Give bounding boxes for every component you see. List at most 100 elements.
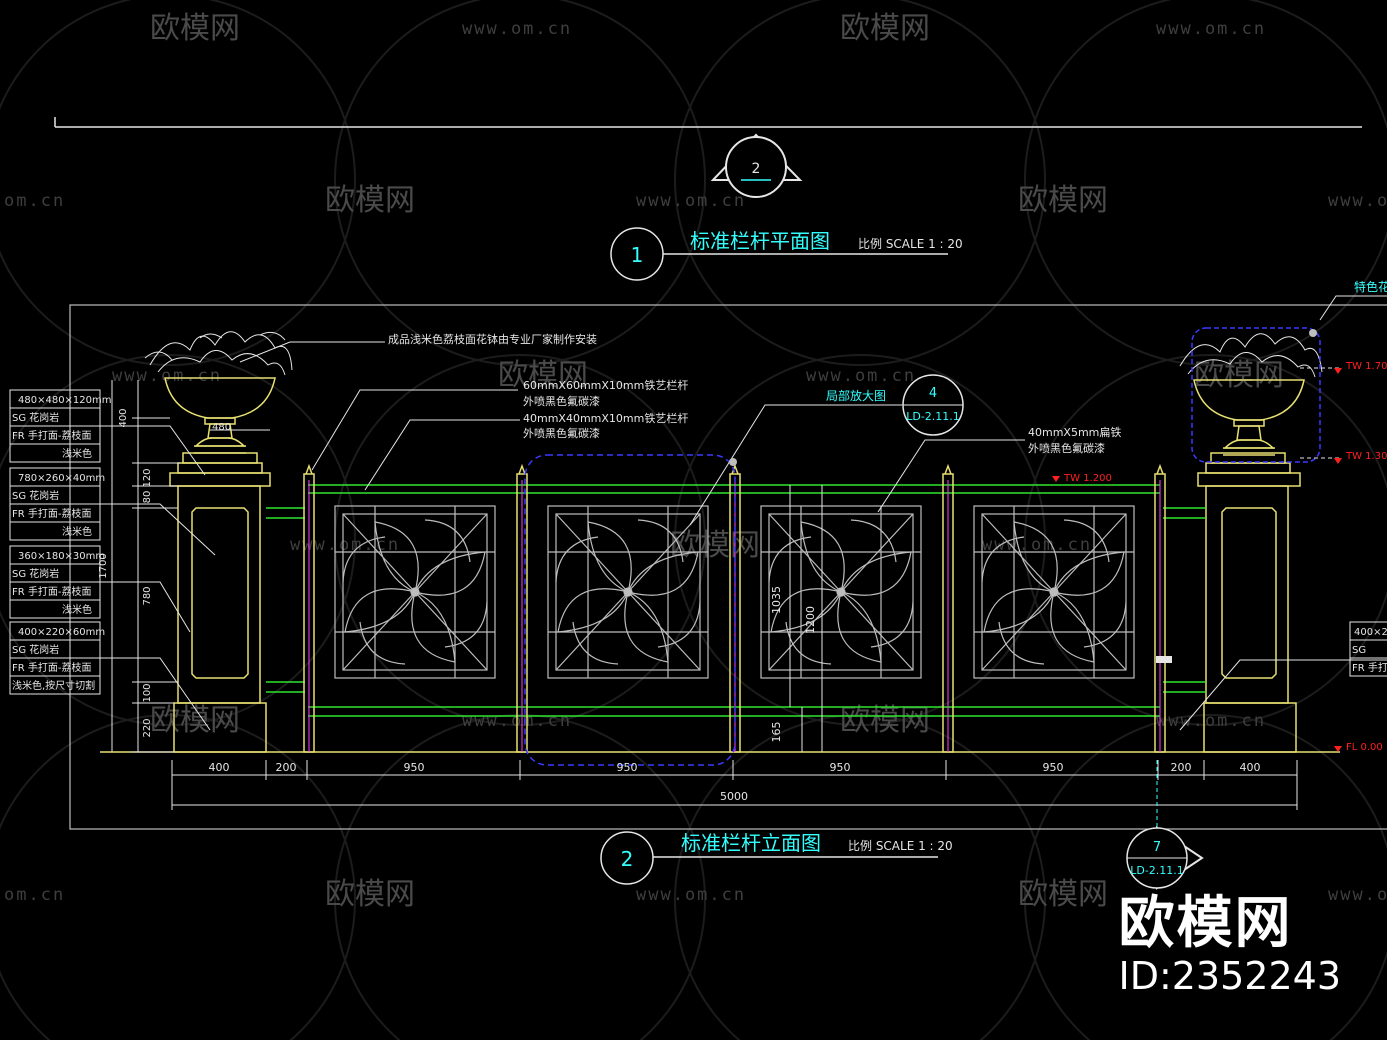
watermark-url: www.om.cn <box>112 366 222 386</box>
tag-1-size: 480×480×120mm <box>18 395 112 406</box>
tag-1-finish: FR 手打面-荔枝面 <box>12 429 92 442</box>
watermark-brand: 欧模网 <box>1194 358 1284 393</box>
note-post-40-b: 外喷黑色氟碳漆 <box>523 426 600 440</box>
tag-2-size: 780×260×40mm <box>18 473 105 484</box>
section-marker: 2 <box>710 133 803 198</box>
dim-pier-cap: 480 <box>212 422 231 433</box>
watermark-url: www.om.cn <box>1156 711 1266 731</box>
tag-1-material: SG 花岗岩 <box>12 411 59 424</box>
tag-4-material: SG 花岗岩 <box>12 643 59 656</box>
section-marker-number: 2 <box>752 161 761 177</box>
note-post-40-a: 40mmX40mmX10mm铁艺栏杆 <box>523 411 688 425</box>
note-flat-iron-a: 40mmX5mm扁铁 <box>1028 426 1121 439</box>
elevation-markers: TW 1.70 TW 1.30 TW 1.200 FL 0.00 <box>1052 361 1387 753</box>
tag-3-material: SG 花岗岩 <box>12 567 59 580</box>
dim-v-780: 780 <box>142 586 153 605</box>
brand-stamp: 欧模网 ID:2352243 <box>1118 891 1341 999</box>
brand-stamp-name: 欧模网 <box>1118 891 1293 956</box>
tag-4-finish: FR 手打面-荔枝面 <box>12 661 92 674</box>
elevation-frame <box>69 304 1387 830</box>
dim-v-80: 80 <box>142 491 153 504</box>
watermark-brand: 欧模网 <box>1018 877 1108 912</box>
watermark-url: www.om.cn <box>636 885 746 905</box>
plan-scale: 比例 SCALE 1 : 20 <box>858 237 963 251</box>
watermark-url: om.cn <box>4 885 65 905</box>
elev-tw-130: TW 1.30 <box>1345 451 1387 462</box>
left-planter-foliage <box>144 331 293 376</box>
brand-stamp-id: ID:2352243 <box>1118 954 1341 998</box>
horizontal-dimensions <box>171 760 1298 810</box>
tag-2-color: 浅米色 <box>62 525 92 538</box>
tag-3-color: 浅米色 <box>62 603 92 616</box>
elev-fl: FL 0.00 <box>1346 742 1383 753</box>
dim-h-950: 950 <box>404 761 425 774</box>
watermark-brand: 欧模网 <box>840 703 930 738</box>
detail-callout-sheet: LD-2.11.1 <box>906 410 960 423</box>
dim-v-100: 100 <box>142 683 153 702</box>
plan-title: 标准栏杆平面图 <box>690 229 830 253</box>
plan-view: 2 1 标准栏杆平面图 比例 SCALE 1 : 20 <box>54 117 1362 281</box>
vertical-dimension-chain <box>111 380 270 753</box>
material-tags <box>9 389 1387 731</box>
dim-v-220: 220 <box>142 718 153 737</box>
detail-callout-number: 4 <box>929 386 937 401</box>
material-tag-texts: 480×480×120mm SG 花岗岩 FR 手打面-荔枝面 浅米色 780×… <box>12 395 1387 692</box>
watermark-brand: 欧模网 <box>840 11 930 46</box>
note-feature-planter: 特色花 <box>1354 279 1387 294</box>
dim-h-950: 950 <box>830 761 851 774</box>
watermark-url: www.om.cn <box>1328 191 1387 211</box>
dim-1200: 1200 <box>804 606 817 634</box>
section-callout-sheet: LD-2.11.1 <box>1130 864 1184 877</box>
watermark-texts: 欧模网 www.om.cn 欧模网 www.om.cn om.cn 欧模网 ww… <box>4 11 1387 912</box>
section-callout: 7 LD-2.11.1 <box>1126 760 1204 890</box>
note-post-60-b: 外喷黑色氟碳漆 <box>523 394 600 408</box>
plan-title-number: 1 <box>631 243 644 267</box>
watermark-url: www.om.cn <box>636 191 746 211</box>
watermark-brand: 欧模网 <box>325 877 415 912</box>
dim-h-400: 400 <box>1240 761 1261 774</box>
leader-dot <box>1309 329 1317 337</box>
detail-callout: 局部放大图 4 LD-2.11.1 <box>826 374 964 436</box>
feature-planter-highlight <box>1191 327 1321 463</box>
watermark-brand: 欧模网 <box>1018 183 1108 218</box>
elevation-title-block: 2 标准栏杆立面图 比例 SCALE 1 : 20 <box>600 831 953 885</box>
dim-h-200: 200 <box>1171 761 1192 774</box>
watermark-url: www.om.cn <box>1328 885 1387 905</box>
dim-h-400: 400 <box>209 761 230 774</box>
right-planter-foliage <box>1179 333 1323 378</box>
detail-callout-label: 局部放大图 <box>826 388 886 403</box>
tag-1-color: 浅米色 <box>62 447 92 460</box>
tag-right-finish: FR 手打 <box>1352 661 1387 674</box>
dim-total: 5000 <box>720 790 748 803</box>
elevation-title-number: 2 <box>621 847 634 871</box>
right-pier <box>1193 379 1305 753</box>
note-flat-iron-b: 外喷黑色氟碳漆 <box>1028 441 1105 455</box>
tag-2-finish: FR 手打面-荔枝面 <box>12 507 92 520</box>
dim-1035: 1035 <box>770 586 783 614</box>
watermark-url: www.om.cn <box>806 366 916 386</box>
leader-dot <box>729 458 737 466</box>
tag-right-material: SG <box>1352 645 1366 656</box>
watermark-url: om.cn <box>4 191 65 211</box>
elev-tw-170: TW 1.70 <box>1345 361 1387 372</box>
elevation-scale: 比例 SCALE 1 : 20 <box>848 839 953 853</box>
tag-3-finish: FR 手打面-荔枝面 <box>12 585 92 598</box>
section-callout-number: 7 <box>1153 840 1161 855</box>
note-post-60-a: 60mmX60mmX10mm铁艺栏杆 <box>523 378 688 392</box>
tag-2-material: SG 花岗岩 <box>12 489 59 502</box>
dim-h-200: 200 <box>276 761 297 774</box>
watermark-brand: 欧模网 <box>325 183 415 218</box>
railing-rails <box>266 484 1206 717</box>
panel-height-dims <box>789 485 823 752</box>
leader-lines <box>239 295 1387 731</box>
horizontal-dimension-texts: 400 200 950 950 950 950 200 400 5000 <box>209 761 1261 803</box>
dim-v-400: 400 <box>118 408 129 427</box>
left-pier <box>164 377 276 753</box>
tag-3-size: 360×180×30mm <box>18 551 105 562</box>
dim-h-950: 950 <box>617 761 638 774</box>
note-planter: 成品浅米色荔枝面花钵由专业厂家制作安装 <box>388 332 597 346</box>
tag-4-size: 400×220×60mm <box>18 627 105 638</box>
elevation-title: 标准栏杆立面图 <box>681 831 821 855</box>
annotation-texts: 成品浅米色荔枝面花钵由专业厂家制作安装 60mmX60mmX10mm铁艺栏杆 外… <box>388 279 1387 455</box>
